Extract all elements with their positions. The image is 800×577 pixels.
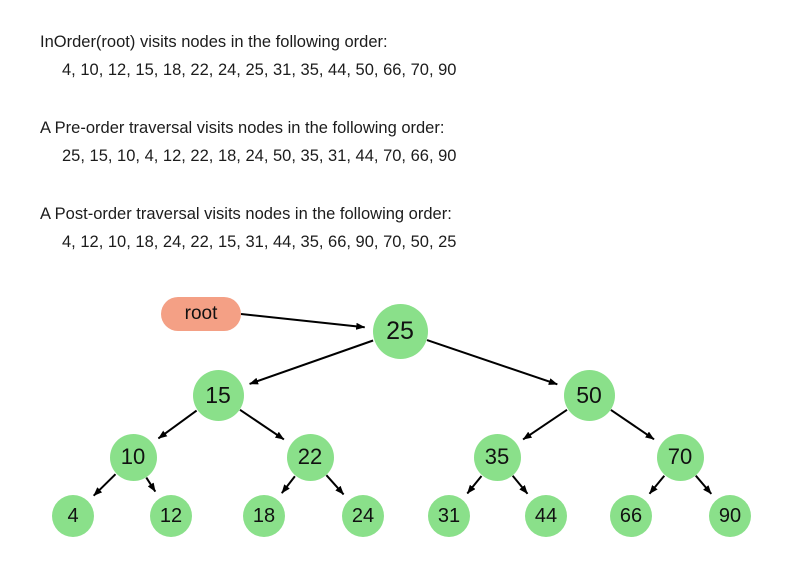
tree-node-66: 66 [610, 495, 652, 537]
tree-edge-n50-to-n70 [610, 409, 655, 441]
tree-edge-n50-to-n35 [522, 408, 568, 441]
tree-node-label: 90 [718, 504, 742, 527]
root-pointer-text: root [184, 303, 218, 324]
traversal-group-inorder: InOrder(root) visits nodes in the follow… [40, 31, 456, 81]
tree-edge-n25-to-n15 [249, 339, 374, 385]
tree-node-label: 24 [351, 504, 375, 527]
tree-node-label: 15 [205, 381, 231, 408]
inorder-sequence: 4, 10, 12, 15, 18, 22, 24, 25, 31, 35, 4… [62, 61, 457, 79]
tree-edge-lines [92, 313, 713, 497]
tree-node-24: 24 [342, 495, 384, 537]
preorder-sequence: 25, 15, 10, 4, 12, 22, 18, 24, 50, 35, 3… [62, 147, 457, 165]
tree-edge-n70-to-n66 [648, 475, 666, 495]
tree-node-22: 22 [286, 433, 334, 481]
tree-edge-n22-to-n18 [281, 475, 296, 494]
tree-node-4: 4 [52, 495, 94, 537]
tree-node-35: 35 [473, 433, 521, 481]
tree-node-label: 18 [252, 504, 276, 527]
inorder-heading: InOrder(root) visits nodes in the follow… [40, 33, 388, 51]
tree-node-10: 10 [109, 433, 157, 481]
tree-node-25: 25 [372, 303, 428, 359]
tree-edge-n10-to-n12 [145, 477, 157, 493]
tree-node-label: 35 [484, 444, 510, 469]
tree-node-label: 22 [297, 444, 323, 469]
tree-edge-n70-to-n90 [695, 475, 713, 495]
tree-node-18: 18 [243, 495, 285, 537]
postorder-heading: A Post-order traversal visits nodes in t… [40, 205, 452, 223]
tree-node-70: 70 [656, 433, 704, 481]
tree-node-label: 44 [534, 504, 558, 527]
tree-edge-n10-to-n4 [92, 473, 117, 497]
tree-edge-root-pill-to-n25 [240, 313, 366, 330]
tree-edge-n15-to-n10 [157, 409, 198, 440]
tree-node-15: 15 [192, 369, 244, 421]
tree-edge-n22-to-n24 [325, 474, 345, 496]
tree-edge-n35-to-n31 [466, 475, 483, 495]
tree-node-90: 90 [709, 495, 751, 537]
postorder-sequence: 4, 12, 10, 18, 24, 22, 15, 31, 44, 35, 6… [62, 233, 457, 251]
tree-node-label: 12 [159, 504, 183, 527]
tree-edge-n25-to-n50 [426, 339, 558, 386]
root-pointer-label: root [161, 297, 241, 331]
tree-node-label: 50 [576, 381, 602, 408]
tree-node-label: 25 [386, 316, 414, 345]
tree-node-label: 70 [667, 444, 693, 469]
tree-node-31: 31 [428, 495, 470, 537]
tree-edge-n35-to-n44 [511, 475, 529, 495]
traversal-group-postorder: A Post-order traversal visits nodes in t… [40, 203, 456, 253]
tree-node-50: 50 [563, 369, 615, 421]
tree-edge-n15-to-n22 [239, 408, 285, 441]
tree-node-12: 12 [150, 495, 192, 537]
preorder-heading: A Pre-order traversal visits nodes in th… [40, 119, 445, 137]
tree-node-label: 10 [120, 444, 146, 469]
tree-node-label: 4 [67, 504, 79, 527]
tree-node-44: 44 [525, 495, 567, 537]
traversal-group-preorder: A Pre-order traversal visits nodes in th… [40, 117, 456, 167]
tree-node-label: 31 [437, 504, 461, 527]
tree-node-label: 66 [619, 504, 643, 527]
